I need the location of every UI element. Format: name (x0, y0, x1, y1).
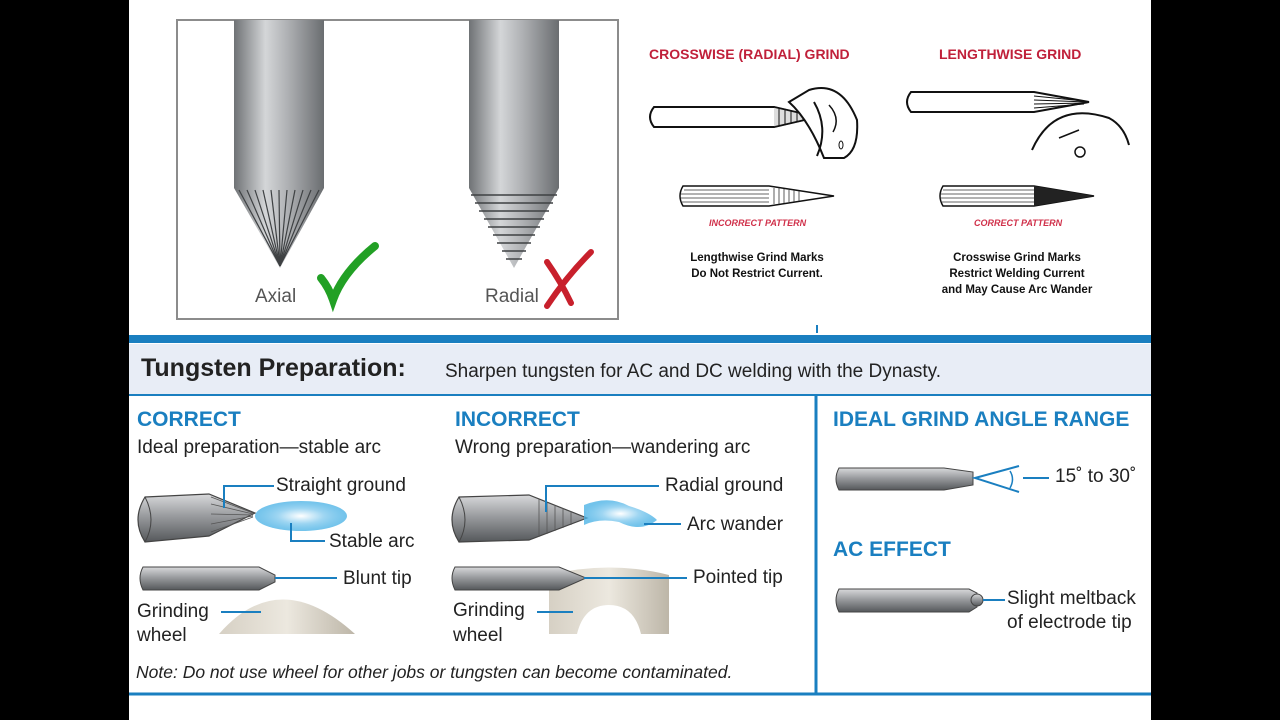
ideal-angle-heading: IDEAL GRIND ANGLE RANGE (833, 408, 1130, 431)
ac-effect-line2: of electrode tip (1007, 612, 1132, 633)
ac-effect-rod (835, 588, 984, 613)
banner-background (129, 344, 1151, 394)
radial-ground-label: Radial ground (665, 475, 784, 496)
stable-arc-glow (255, 501, 347, 531)
lengthwise-grind-illustration (906, 91, 1130, 158)
correct-pattern-rod (939, 185, 1095, 207)
right-caption: Crosswise Grind Marks Restrict Welding C… (941, 252, 1093, 296)
radial-electrode (469, 20, 559, 268)
angle-indicator (971, 465, 1020, 493)
incorrect-pointed-rod (451, 566, 588, 591)
correct-grinding-wheel (219, 599, 355, 634)
correct-wheel-label: wheel (137, 625, 187, 646)
incorrect-grinding-label: Grinding (453, 600, 525, 621)
axial-label: Axial (255, 286, 297, 307)
crosswise-grind-illustration (649, 87, 859, 159)
correct-heading: CORRECT (137, 408, 241, 431)
incorrect-grinding-wheel (549, 567, 669, 634)
incorrect-pattern-rod (679, 185, 835, 207)
lengthwise-title: LENGTHWISE GRIND (939, 46, 1082, 62)
arc-wander-label: Arc wander (687, 514, 784, 535)
angle-range-label: 15˚ to 30˚ (1055, 466, 1137, 487)
left-caption: Lengthwise Grind Marks Do Not Restrict C… (690, 252, 824, 280)
cross-icon (544, 249, 594, 309)
correct-subtitle: Ideal preparation—stable arc (137, 437, 381, 458)
incorrect-wheel-label: wheel (453, 625, 503, 646)
arc-wander-glow (584, 500, 657, 528)
correct-pattern-caption: CORRECT PATTERN (974, 218, 1063, 228)
incorrect-subtitle: Wrong preparation—wandering arc (455, 437, 751, 458)
correct-grinding-label: Grinding (137, 601, 209, 622)
banner-text: Sharpen tungsten for AC and DC welding w… (445, 361, 942, 382)
diagram-graphics (129, 19, 1151, 696)
crosswise-title: CROSSWISE (RADIAL) GRIND (649, 46, 850, 62)
radial-label: Radial (485, 286, 539, 307)
stable-arc-label: Stable arc (329, 531, 415, 552)
incorrect-heading: INCORRECT (455, 408, 580, 431)
correct-electrode (137, 493, 257, 543)
axial-electrode (234, 20, 324, 268)
checkmark-icon (317, 242, 379, 313)
ideal-angle-rod (835, 467, 974, 491)
correct-blunt-rod (139, 566, 276, 591)
diagram-page: Axial Radial CROSSWISE (RADIAL) GRIND LE… (129, 0, 1151, 720)
incorrect-pattern-caption: INCORRECT PATTERN (709, 218, 807, 228)
pointed-tip-label: Pointed tip (693, 567, 783, 588)
note-text: Note: Do not use wheel for other jobs or… (136, 662, 733, 682)
straight-ground-label: Straight ground (276, 475, 406, 496)
ac-effect-line1: Slight meltback (1007, 588, 1136, 609)
ac-effect-heading: AC EFFECT (833, 538, 951, 561)
banner-title: Tungsten Preparation: (141, 354, 406, 382)
incorrect-electrode (451, 494, 589, 543)
blunt-tip-label: Blunt tip (343, 568, 412, 589)
